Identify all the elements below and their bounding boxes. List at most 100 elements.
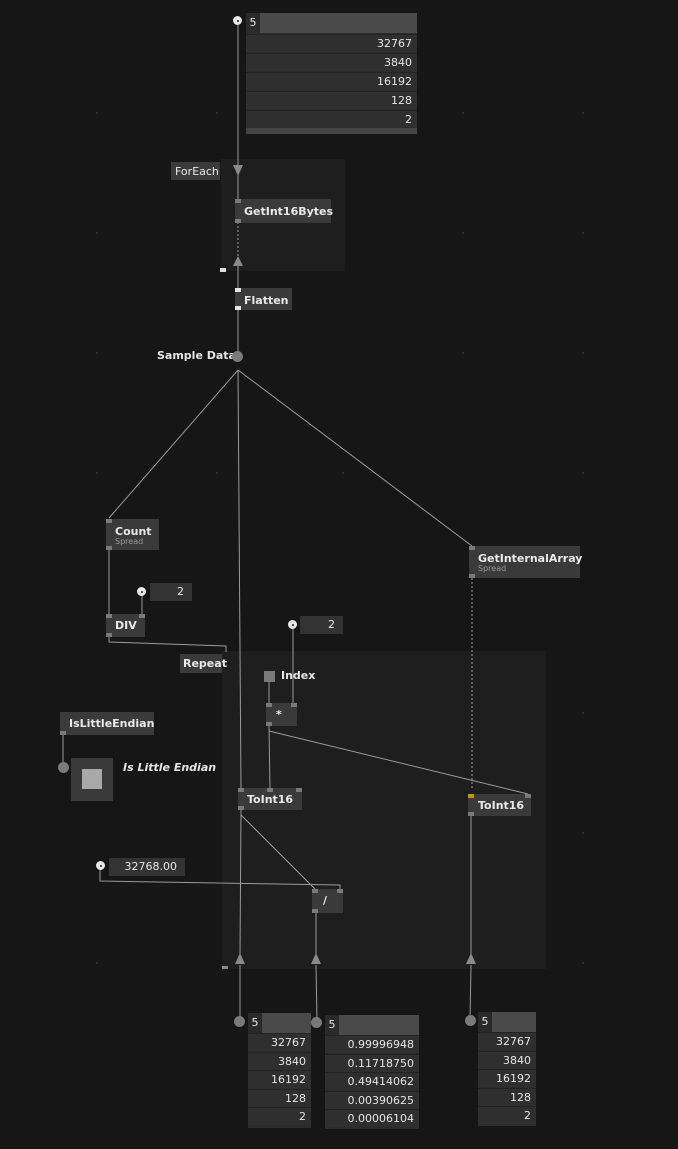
getinternalarray-title: GetInternalArray [478, 552, 583, 565]
out-right-value: 128 [478, 1088, 536, 1106]
input-pin[interactable] [267, 788, 273, 792]
input-pin[interactable] [106, 519, 112, 523]
getint16bytes-node[interactable]: GetInt16Bytes [235, 199, 333, 223]
link-repeat-out-mid [315, 964, 318, 1023]
flatten-title: Flatten [244, 294, 289, 307]
output-iobox-left[interactable]: 5 32767 3840 16192 128 2 [248, 1013, 311, 1128]
input-pin[interactable] [296, 788, 302, 792]
out-left-pad[interactable] [234, 1016, 245, 1027]
output-pin[interactable] [469, 574, 475, 578]
top-iobox-value[interactable]: 128 [246, 91, 417, 109]
link-repeat-out-right [469, 964, 472, 1021]
multiply-title: * [276, 708, 282, 721]
flatten-node[interactable]: Flatten [235, 288, 292, 310]
out-left-value: 3840 [248, 1052, 311, 1070]
output-pin[interactable] [106, 546, 112, 550]
mul-input-value[interactable]: 2 [300, 616, 343, 634]
input-pin[interactable] [525, 794, 531, 798]
grid-dot [582, 112, 584, 114]
input-pin[interactable] [469, 546, 475, 550]
grid-dot [462, 352, 464, 354]
out-left-header[interactable] [262, 1013, 311, 1033]
sample-data-label: Sample Data [157, 349, 236, 362]
divide-node[interactable]: / [312, 889, 343, 913]
islittleendian-toggle[interactable] [71, 758, 113, 801]
input-pin[interactable] [106, 614, 112, 618]
output-pin[interactable] [60, 731, 66, 735]
grid-dot [582, 472, 584, 474]
div-input-value[interactable]: 2 [150, 583, 192, 601]
output-pin[interactable] [235, 219, 241, 223]
getinternalarray-node[interactable]: GetInternalArray Spread [469, 546, 583, 578]
repeat-label-box[interactable]: Repeat [180, 654, 227, 673]
sample-data-pad[interactable] [232, 351, 243, 362]
top-iobox-value[interactable]: 32767 [246, 34, 417, 52]
foreach-label-box[interactable]: ForEach [171, 162, 220, 180]
islittleendian-title: IsLittleEndian [69, 717, 155, 730]
top-iobox-value[interactable]: 2 [246, 110, 417, 128]
top-iobox-value[interactable]: 16192 [246, 72, 417, 90]
input-pin[interactable] [139, 614, 145, 618]
islittleendian-node[interactable]: IsLittleEndian [60, 712, 154, 735]
toint16-left-node[interactable]: ToInt16 [238, 788, 302, 810]
output-iobox-mid[interactable]: 5 0.99996948 0.11718750 0.49414062 0.003… [325, 1015, 419, 1129]
top-iobox-header[interactable] [260, 13, 417, 33]
grid-dot [582, 712, 584, 714]
mul-value-pin[interactable] [288, 620, 297, 629]
input-pin[interactable] [468, 794, 474, 798]
islittleendian-caption: Is Little Endian [123, 761, 217, 774]
out-right-pad[interactable] [465, 1015, 476, 1026]
out-left-value: 32767 [248, 1033, 311, 1051]
divisor-value-pin[interactable] [96, 861, 105, 870]
out-mid-header[interactable] [339, 1015, 419, 1035]
islittleendian-pad[interactable] [58, 762, 69, 773]
output-iobox-right[interactable]: 5 32767 3840 16192 128 2 [478, 1012, 536, 1126]
foreach-marker [220, 268, 226, 272]
divisor-value[interactable]: 32768.00 [109, 858, 185, 876]
input-pin[interactable] [337, 889, 343, 893]
out-right-header[interactable] [492, 1012, 536, 1032]
out-mid-value: 0.49414062 [325, 1072, 419, 1090]
top-iobox[interactable]: 5 32767 3840 16192 128 2 [246, 13, 417, 134]
foreach-input-splicer [233, 165, 243, 176]
link-sample-to-count [108, 369, 239, 519]
top-iobox-pin[interactable] [233, 16, 242, 25]
out-mid-value: 0.00390625 [325, 1091, 419, 1109]
grid-dot [96, 352, 98, 354]
output-pin[interactable] [106, 633, 112, 637]
out-right-count: 5 [478, 1012, 492, 1032]
link-div-to-repeat [108, 637, 227, 652]
out-mid-pad[interactable] [311, 1017, 322, 1028]
output-pin[interactable] [312, 909, 318, 913]
input-pin[interactable] [266, 703, 272, 707]
grid-dot [96, 112, 98, 114]
input-pin[interactable] [238, 788, 244, 792]
index-pad[interactable] [264, 671, 275, 682]
multiply-node[interactable]: * [266, 703, 297, 726]
toint16-right-title: ToInt16 [478, 799, 525, 812]
link-divisor-to-divide [99, 867, 341, 889]
out-right-value: 32767 [478, 1032, 536, 1050]
out-mid-value: 0.99996948 [325, 1035, 419, 1053]
top-iobox-count: 5 [246, 13, 260, 33]
link-sample-to-toint16 [237, 369, 242, 791]
input-pin[interactable] [235, 288, 241, 292]
top-iobox-value[interactable]: 3840 [246, 53, 417, 71]
input-pin[interactable] [235, 199, 241, 203]
div-value-pin[interactable] [137, 587, 146, 596]
input-pin[interactable] [291, 703, 297, 707]
input-pin[interactable] [312, 889, 318, 893]
output-pin[interactable] [235, 306, 241, 310]
div-node[interactable]: DIV [106, 614, 145, 637]
out-left-value: 128 [248, 1089, 311, 1107]
toint16-right-node[interactable]: ToInt16 [468, 794, 531, 816]
out-left-value: 16192 [248, 1070, 311, 1088]
count-node[interactable]: Count Spread [106, 519, 159, 550]
output-pin[interactable] [266, 722, 272, 726]
output-pin[interactable] [238, 806, 244, 810]
div-title: DIV [115, 619, 137, 632]
grid-dot [582, 352, 584, 354]
output-pin[interactable] [468, 812, 474, 816]
grid-dot [462, 232, 464, 234]
